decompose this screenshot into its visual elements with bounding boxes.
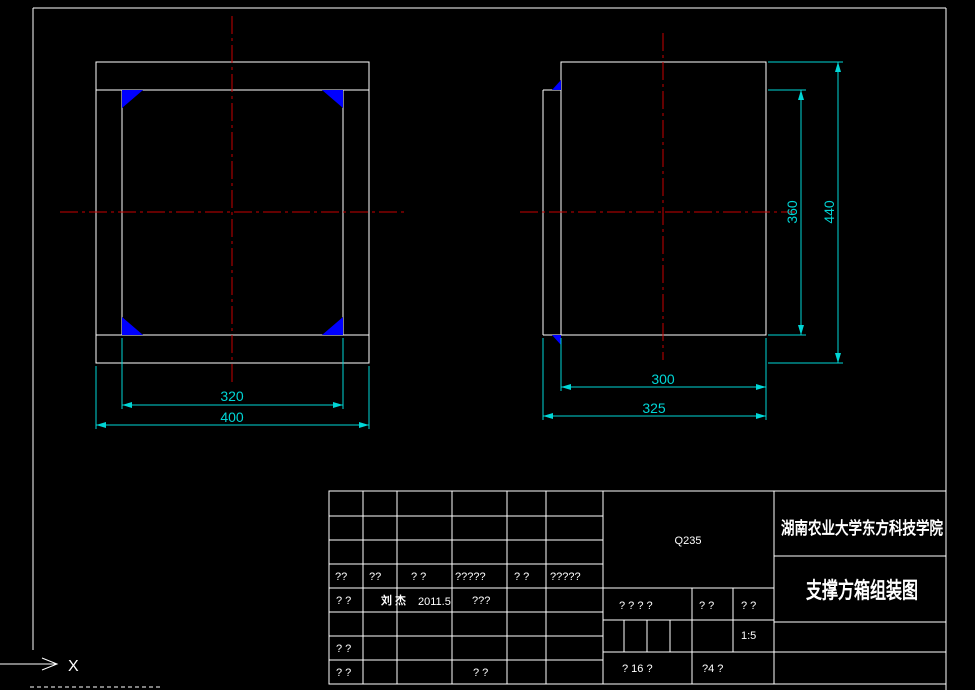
dim-label-300: 300	[651, 371, 675, 387]
tb-date: 2011.5	[418, 596, 451, 608]
dim-arrow	[798, 90, 804, 100]
ucs-x-label: X	[68, 658, 79, 675]
dim-label-400: 400	[220, 409, 244, 425]
title-block	[328, 490, 947, 685]
weld-triangle	[322, 317, 343, 335]
weld-triangle	[122, 90, 143, 108]
tb-stage-label: ? ? ? ?	[619, 600, 653, 612]
front-view: 320 400	[60, 16, 405, 429]
dim-label-320: 320	[220, 388, 244, 404]
dim-label-325: 325	[642, 400, 666, 416]
dim-arrow	[798, 325, 804, 335]
tb-sheet-no: ?4 ?	[702, 663, 723, 675]
tb-row-b-mid: ? ?	[473, 667, 488, 679]
tb-header-cell: ??	[335, 571, 347, 583]
weld-triangle	[122, 317, 143, 335]
title-block-text: ?? ?? ? ? ????? ? ? ????? ? ? 刘 杰 2011.5…	[335, 518, 943, 679]
dim-arrow	[561, 384, 571, 390]
tb-designer-name: 刘 杰	[381, 593, 406, 607]
tb-approval: ???	[472, 595, 490, 607]
dim-label-360: 360	[784, 200, 800, 224]
tb-header-cell: ?????	[550, 571, 581, 583]
tb-school-name: 湖南农业大学东方科技学院	[781, 518, 943, 539]
dim-arrow	[835, 353, 841, 363]
dim-arrow	[756, 413, 766, 419]
dim-arrow	[122, 402, 132, 408]
ucs-arrowhead	[41, 657, 59, 671]
canvas-background	[0, 4, 975, 690]
tb-weight-label: ? ?	[699, 600, 714, 612]
dim-arrow	[543, 413, 553, 419]
side-view: 300 325 360 440	[520, 33, 843, 420]
weld-triangle	[552, 80, 561, 90]
dim-arrow	[333, 402, 343, 408]
ucs-icon: X	[0, 657, 79, 675]
tb-designer-label: ? ?	[336, 595, 351, 607]
tb-header-cell: ?????	[455, 571, 486, 583]
tb-scale-label: ? ?	[741, 600, 756, 612]
dim-arrow	[96, 422, 106, 428]
dim-arrow	[359, 422, 369, 428]
tb-header-cell: ? ?	[411, 571, 426, 583]
dim-label-440: 440	[821, 200, 837, 224]
tb-drawing-title: 支撑方箱组装图	[806, 578, 918, 604]
tb-header-cell: ? ?	[514, 571, 529, 583]
tb-material: Q235	[675, 535, 702, 547]
tb-row-a: ? ?	[336, 643, 351, 655]
tb-header-cell: ??	[369, 571, 381, 583]
dim-arrow	[756, 384, 766, 390]
weld-triangle	[552, 335, 561, 345]
tb-scale: 1:5	[741, 630, 756, 642]
weld-triangle	[322, 90, 343, 108]
tb-row-b: ? ?	[336, 667, 351, 679]
dim-arrow	[835, 62, 841, 72]
tb-sheet-total: ? 16 ?	[622, 663, 653, 675]
